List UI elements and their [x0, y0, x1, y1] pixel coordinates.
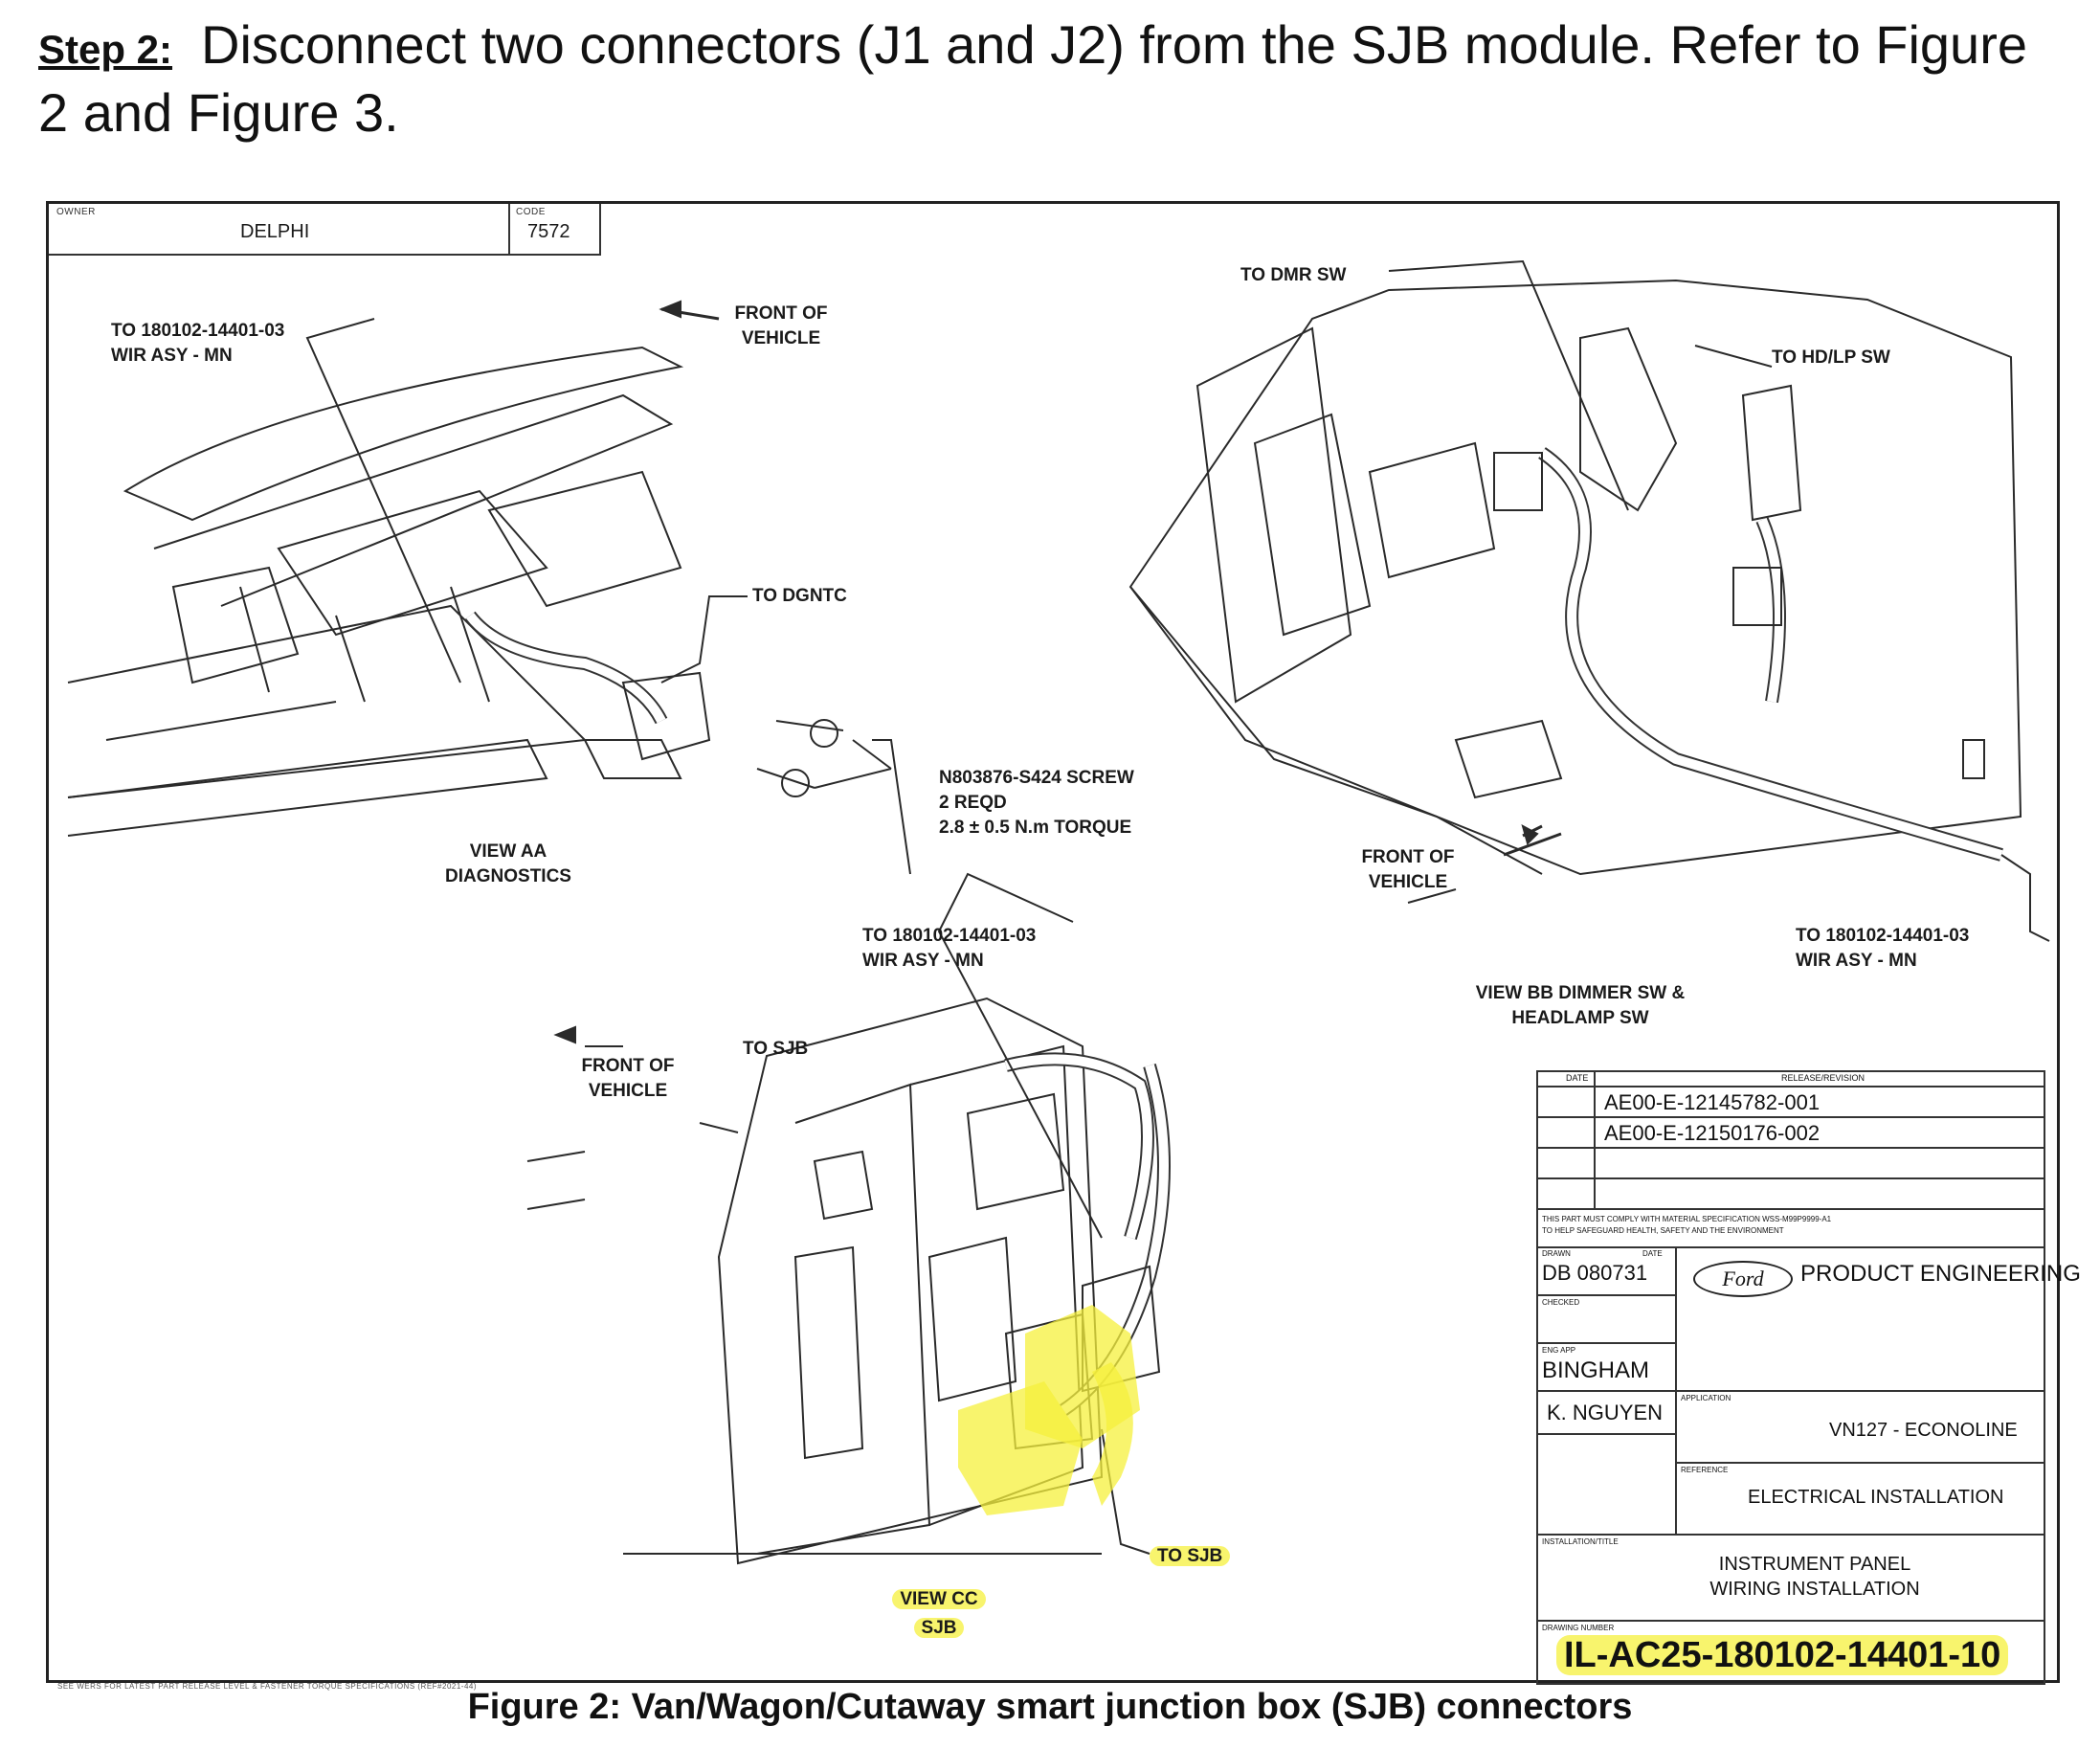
- cc-to-wir-label: TO 180102-14401-03: [862, 926, 1037, 946]
- view-bb-drawing: [1128, 259, 2050, 942]
- cc-view-subtitle-text: SJB: [913, 1618, 965, 1638]
- tb-drawn-date-label: DATE: [1642, 1249, 1663, 1258]
- bb-to-hdlp-label: TO HD/LP SW: [1772, 348, 1890, 368]
- highlighted-sjb-connectors: [958, 1305, 1140, 1515]
- tb-checked-label: CHECKED: [1542, 1298, 1580, 1307]
- aa-front-of-label: FRONT OF: [734, 303, 828, 324]
- tb-product-engineering: PRODUCT ENGINEERING: [1800, 1261, 2081, 1287]
- aa-view-title: VIEW AA: [469, 841, 547, 862]
- cc-front-of-label: FRONT OF: [581, 1056, 675, 1076]
- bb-to-dmr-label: TO DMR SW: [1240, 265, 1347, 285]
- tb-rev-1: AE00-E-12145782-001: [1604, 1090, 1821, 1114]
- owner-box: OWNER DELPHI CODE 7572: [49, 204, 601, 256]
- tb-drawn-label: DRAWN: [1542, 1249, 1571, 1258]
- drawing-sheet: OWNER DELPHI CODE 7572: [46, 201, 2081, 1685]
- tb-installation-label: INSTALLATION/TITLE: [1542, 1537, 1619, 1546]
- footer-note: SEE WERS FOR LATEST PART RELEASE LEVEL &…: [57, 1682, 478, 1691]
- cc-view-subtitle: SJB: [872, 1616, 1006, 1641]
- tb-reference-label: REFERENCE: [1681, 1466, 1729, 1474]
- title-block-grid: [1536, 1070, 2045, 1685]
- aa-to-dgntc-label: TO DGNTC: [752, 586, 847, 606]
- cc-to-sjb-top-label: TO SJB: [743, 1039, 809, 1059]
- owner-label: OWNER: [56, 207, 96, 217]
- aa-vehicle-label: VEHICLE: [741, 328, 821, 348]
- tb-eng-app-label: ENG APP: [1542, 1346, 1576, 1355]
- tb-eng-app-value: BINGHAM: [1542, 1357, 1650, 1383]
- code-label: CODE: [516, 207, 546, 217]
- aa-view-subtitle: DIAGNOSTICS: [445, 866, 571, 886]
- tb-rev-2: AE00-E-12150176-002: [1604, 1121, 1821, 1145]
- tb-material-note-2: TO HELP SAFEGUARD HEALTH, SAFETY AND THE…: [1542, 1226, 1784, 1235]
- owner-value: DELPHI: [240, 221, 310, 242]
- tb-title-1: INSTRUMENT PANEL: [1718, 1554, 1911, 1575]
- code-value: 7572: [527, 221, 570, 242]
- aa-screw-label: N803876-S424 SCREW: [939, 768, 1134, 788]
- tb-drawing-number-text: IL-AC25-180102-14401-10: [1556, 1635, 2009, 1675]
- aa-reqd-label: 2 REQD: [939, 793, 1007, 813]
- tb-material-note-1: THIS PART MUST COMPLY WITH MATERIAL SPEC…: [1542, 1215, 1832, 1223]
- cc-wir-asy-label: WIR ASY - MN: [862, 951, 984, 971]
- aa-wir-asy-label: WIR ASY - MN: [111, 346, 233, 366]
- figure-caption: Figure 2: Van/Wagon/Cutaway smart juncti…: [467, 1687, 1633, 1727]
- tb-drawn-value: DB 080731: [1542, 1261, 1648, 1285]
- tb-reference-value: ELECTRICAL INSTALLATION: [1748, 1487, 2004, 1508]
- wiring-line-art: [67, 259, 2050, 1685]
- step-text: Disconnect two connectors (J1 and J2) fr…: [38, 14, 2027, 143]
- tb-date-label: DATE: [1566, 1073, 1589, 1083]
- cc-view-title: VIEW CC: [872, 1587, 1006, 1612]
- tb-title-2: WIRING INSTALLATION: [1709, 1579, 1920, 1600]
- bb-to-wir-label: TO 180102-14401-03: [1796, 926, 1970, 946]
- bb-wir-asy-label: WIR ASY - MN: [1796, 951, 1917, 971]
- cc-vehicle-label: VEHICLE: [588, 1081, 668, 1101]
- bb-view-title: VIEW BB DIMMER SW &: [1475, 983, 1686, 1003]
- ford-logo: Ford: [1693, 1261, 1793, 1297]
- cc-to-sjb-bottom-label: TO SJB: [1150, 1544, 1231, 1569]
- aa-to-wir-label: TO 180102-14401-03: [111, 321, 285, 341]
- tb-nguyen: K. NGUYEN: [1547, 1401, 1664, 1424]
- step-instruction: Step 2:Disconnect two connectors (J1 and…: [38, 13, 2067, 145]
- cc-to-sjb-bottom-text: TO SJB: [1150, 1546, 1231, 1566]
- view-aa-drawing: [67, 300, 892, 837]
- tb-application-label: APPLICATION: [1681, 1394, 1731, 1402]
- step-label: Step 2:: [38, 27, 173, 72]
- tb-drawing-number-label: DRAWING NUMBER: [1542, 1624, 1615, 1632]
- tb-application-value: VN127 - ECONOLINE: [1829, 1420, 2018, 1441]
- tb-drawing-number: IL-AC25-180102-14401-10: [1556, 1635, 2009, 1676]
- tb-release-label: RELEASE/REVISION: [1781, 1073, 1865, 1083]
- cc-view-title-text: VIEW CC: [892, 1589, 986, 1609]
- bb-vehicle-label: VEHICLE: [1368, 872, 1448, 892]
- bb-view-subtitle: HEADLAMP SW: [1511, 1008, 1649, 1028]
- aa-torque-label: 2.8 ± 0.5 N.m TORQUE: [939, 818, 1132, 838]
- bb-front-of-label: FRONT OF: [1361, 847, 1455, 867]
